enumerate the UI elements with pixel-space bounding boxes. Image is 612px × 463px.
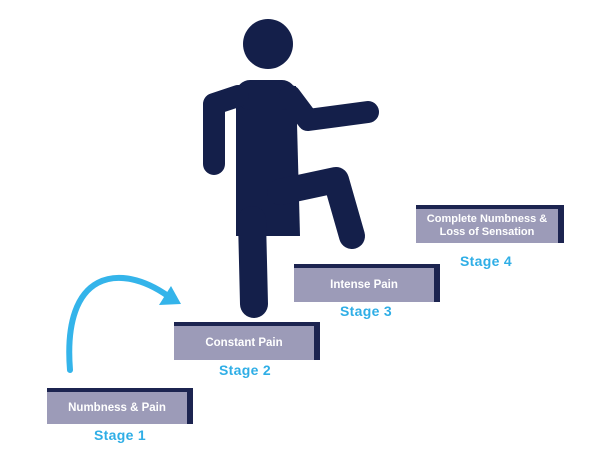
stage-1-label: Stage 1 xyxy=(94,427,146,443)
step-text: Numbness & Pain xyxy=(47,392,187,424)
stage-3-label: Stage 3 xyxy=(340,303,392,319)
step-shadow xyxy=(174,322,318,326)
stage-4-step: Complete Numbness & Loss of Sensation xyxy=(416,205,566,245)
step-shadow xyxy=(294,264,438,268)
stage-1-step: Numbness & Pain xyxy=(47,388,195,426)
step-shadow xyxy=(314,322,320,360)
stage-2-step: Constant Pain xyxy=(174,322,322,362)
step-shadow xyxy=(187,388,193,424)
step-shadow xyxy=(558,205,564,243)
step-shadow xyxy=(416,205,562,209)
step-shadow xyxy=(434,264,440,302)
step-shadow xyxy=(47,388,191,392)
stage-4-label: Stage 4 xyxy=(460,253,512,269)
step-text: Constant Pain xyxy=(174,326,314,360)
stage-2-label: Stage 2 xyxy=(219,362,271,378)
step-text: Complete Numbness & Loss of Sensation xyxy=(416,209,558,243)
step-text: Intense Pain xyxy=(294,268,434,302)
stage-3-step: Intense Pain xyxy=(294,264,442,304)
